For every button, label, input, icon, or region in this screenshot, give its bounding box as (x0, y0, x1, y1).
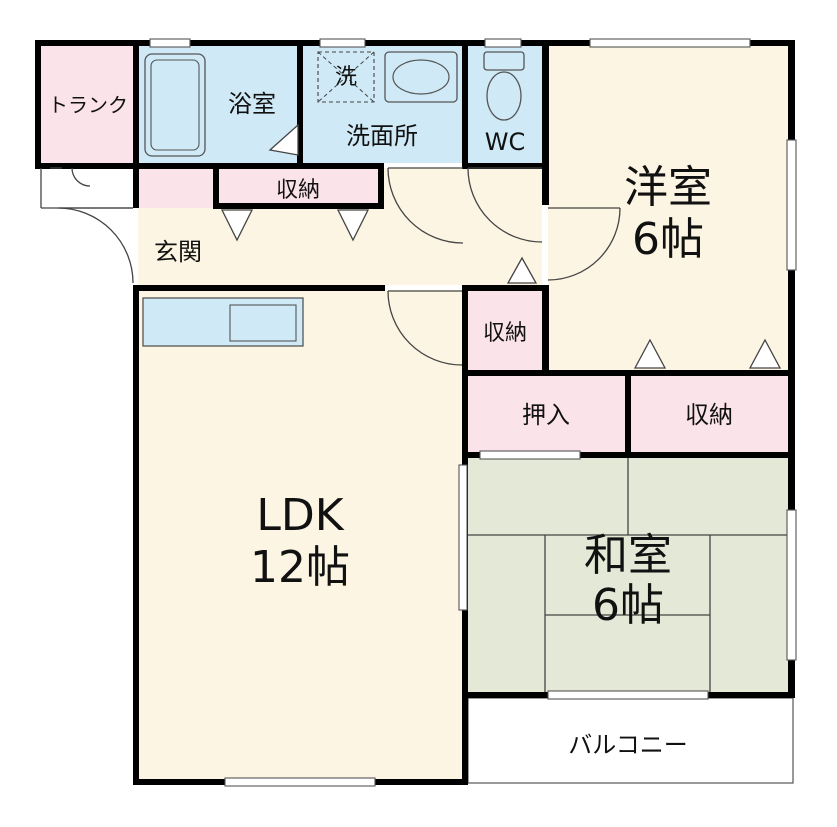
tatami-lines (468, 458, 788, 693)
washer-space (317, 51, 375, 103)
label-right-storage: 収納 (685, 401, 733, 429)
kitchen-counter (142, 297, 304, 347)
label-trunk: トランク (48, 93, 128, 117)
windows (149, 38, 797, 787)
folding-door-marks (220, 123, 782, 369)
bathtub (144, 53, 206, 157)
closet (468, 375, 625, 453)
right-storage (630, 375, 788, 453)
label-washer: 洗 (335, 65, 357, 90)
hall-storage-left (138, 168, 213, 208)
hall-storage (218, 168, 378, 208)
label-ldk-name: LDK (256, 490, 344, 541)
ldk-room (138, 290, 463, 780)
label-japanese-name: 和室 (584, 530, 672, 581)
label-washroom: 洗面所 (346, 122, 418, 150)
label-western-size: 6帖 (632, 214, 704, 265)
toilet-bowl (486, 71, 522, 121)
label-western-name: 洋室 (624, 162, 712, 213)
door-swings (40, 167, 621, 366)
label-balcony: バルコニー (568, 731, 688, 759)
trunk-room (40, 45, 135, 163)
label-bathroom: 浴室 (228, 90, 276, 118)
label-hall-storage: 収納 (276, 178, 320, 203)
small-storage (468, 290, 542, 370)
label-ldk-size: 12帖 (250, 542, 350, 593)
label-japanese-size: 6帖 (592, 580, 664, 631)
balcony (467, 697, 794, 784)
label-closet: 押入 (522, 401, 570, 429)
label-wc: WC (485, 128, 526, 156)
label-small-storage: 収納 (483, 321, 527, 346)
label-entrance: 玄関 (154, 238, 202, 266)
toilet-tank (483, 51, 525, 71)
